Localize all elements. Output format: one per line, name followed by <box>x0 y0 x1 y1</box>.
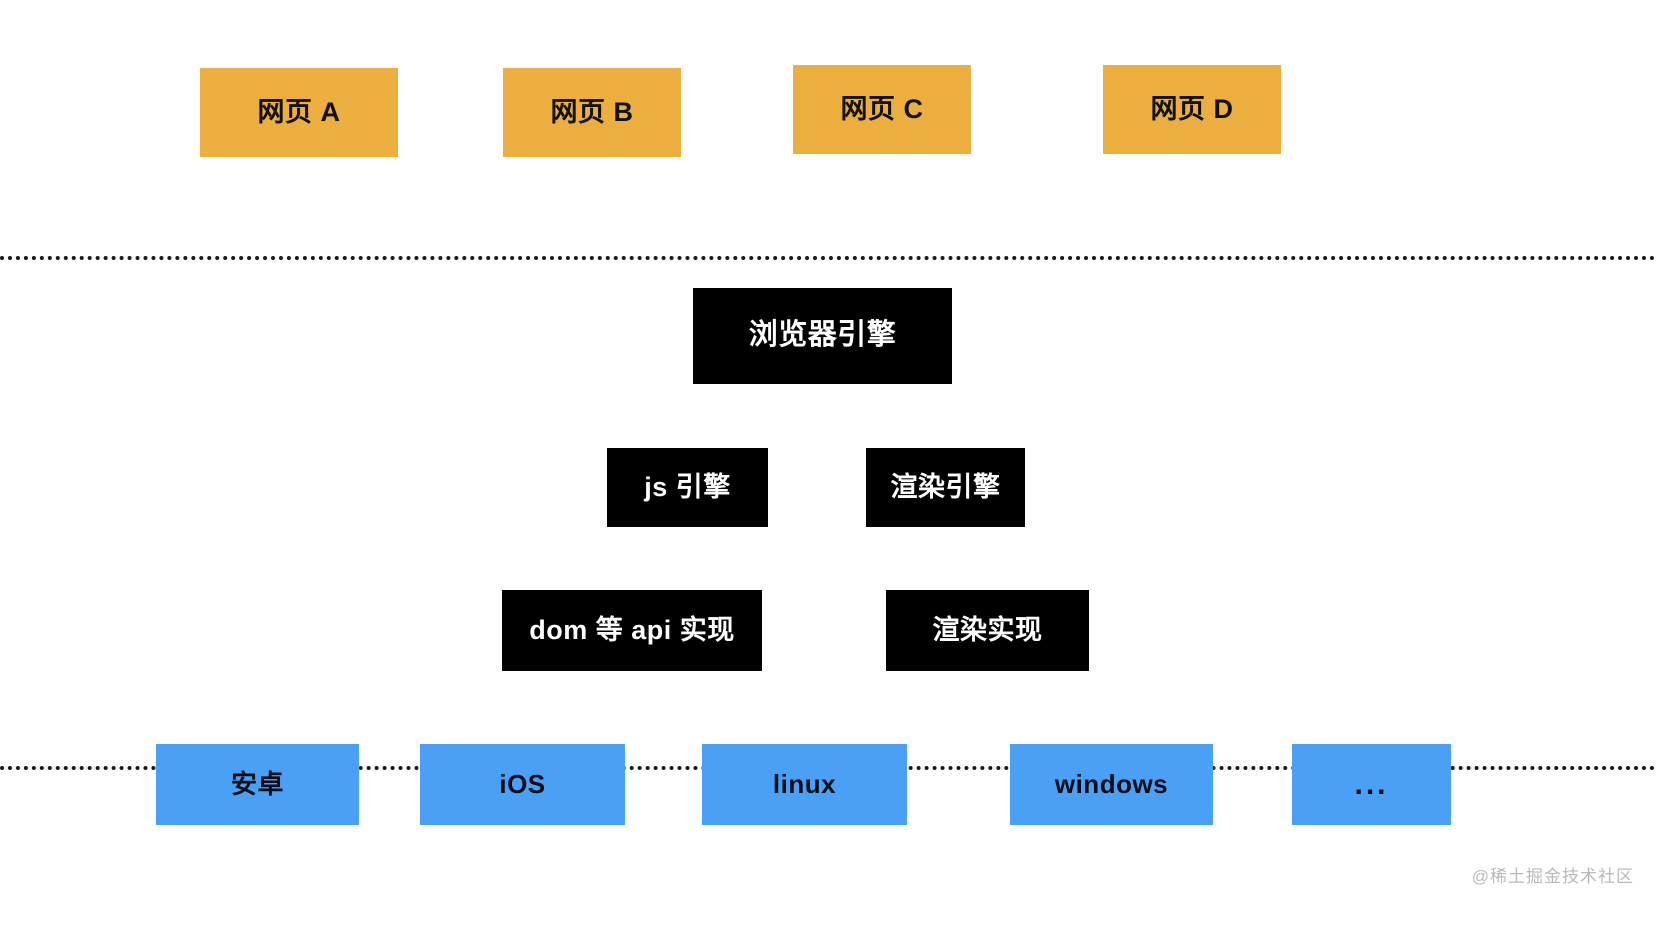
node-label: js 引擎 <box>644 471 731 502</box>
node-platform-android[interactable]: 安卓 <box>156 744 359 825</box>
node-platform-linux[interactable]: linux <box>702 744 907 825</box>
node-render-engine[interactable]: 渲染引擎 <box>866 448 1025 527</box>
node-label: 浏览器引擎 <box>748 319 897 352</box>
node-web-page-d[interactable]: 网页 D <box>1103 65 1281 154</box>
node-label: 网页 D <box>1150 93 1234 124</box>
node-label: 渲染实现 <box>932 614 1043 645</box>
node-label: iOS <box>499 769 546 800</box>
node-label: 网页 A <box>257 96 341 127</box>
node-dom-api-implementation[interactable]: dom 等 api 实现 <box>502 590 762 671</box>
layer-separator-top <box>0 256 1656 260</box>
node-label: 安卓 <box>230 769 284 800</box>
node-platform-more[interactable]: ... <box>1292 744 1451 825</box>
node-label: linux <box>772 769 837 800</box>
watermark-label: @稀土掘金技术社区 <box>1471 867 1634 886</box>
node-web-page-a[interactable]: 网页 A <box>200 68 398 157</box>
node-label: 网页 B <box>550 96 634 127</box>
node-label: windows <box>1054 769 1169 800</box>
node-browser-engine[interactable]: 浏览器引擎 <box>693 288 952 384</box>
node-platform-windows[interactable]: windows <box>1010 744 1213 825</box>
node-label: 网页 C <box>840 93 924 124</box>
node-label: 渲染引擎 <box>890 471 1001 502</box>
node-label: dom 等 api 实现 <box>529 614 735 645</box>
node-render-implementation[interactable]: 渲染实现 <box>886 590 1089 671</box>
node-js-engine[interactable]: js 引擎 <box>607 448 768 527</box>
node-label: ... <box>1354 768 1389 801</box>
node-web-page-c[interactable]: 网页 C <box>793 65 971 154</box>
node-platform-ios[interactable]: iOS <box>420 744 625 825</box>
node-web-page-b[interactable]: 网页 B <box>503 68 681 157</box>
